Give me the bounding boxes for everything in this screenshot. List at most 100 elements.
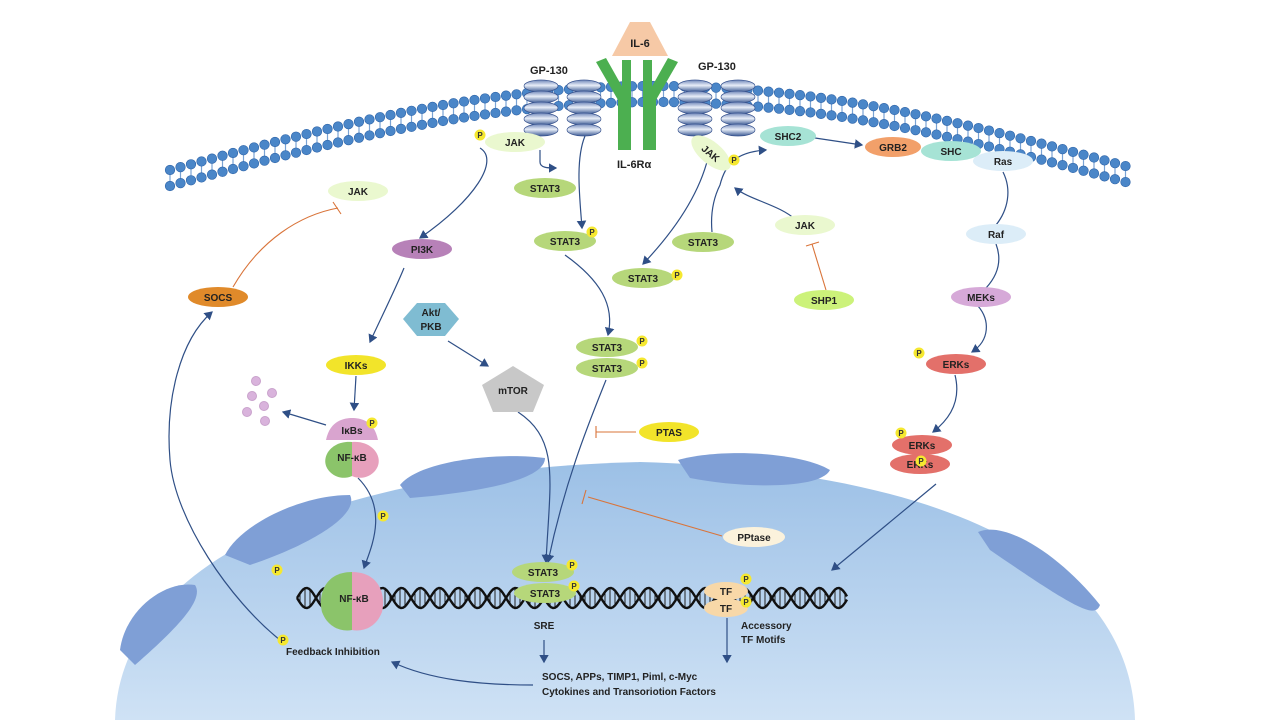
- lipid-head: [311, 142, 323, 153]
- lipid-head: [1046, 141, 1058, 152]
- lipid-head: [1067, 162, 1079, 174]
- phospho-marker: [671, 269, 683, 281]
- lipid-head: [1057, 160, 1068, 171]
- lipid-head: [920, 127, 932, 138]
- lipid-head: [668, 81, 680, 92]
- pptase: PPtase: [723, 527, 785, 547]
- lipid-head: [1004, 130, 1016, 141]
- pptase-label: PPtase: [737, 533, 771, 544]
- phospho-marker: [586, 226, 598, 238]
- mtor: mTOR: [482, 366, 544, 412]
- erks: ERKs: [926, 354, 986, 374]
- tf-top-label: TF: [720, 587, 732, 598]
- phospho-marker: [636, 357, 648, 369]
- lipid-head: [920, 111, 932, 122]
- lipid-head: [899, 122, 911, 134]
- accessory-label-2: TF Motifs: [741, 635, 786, 646]
- lipid-head: [343, 134, 354, 146]
- lipid-head: [322, 139, 333, 151]
- lipid-head: [217, 150, 228, 161]
- phospho-label: P: [569, 561, 575, 570]
- lipid-head: [301, 144, 312, 156]
- lipid-head: [385, 125, 396, 137]
- lipid-head: [1099, 171, 1110, 182]
- gp130-left-receptor: [523, 79, 602, 137]
- lipid-head: [710, 98, 722, 109]
- raf-label: Raf: [988, 230, 1005, 241]
- inhibit-pptase: [587, 496, 723, 537]
- arrow-ras-raf: [995, 171, 1009, 226]
- lipid-head: [763, 86, 774, 97]
- lipid-head: [301, 128, 312, 140]
- lipid-head: [826, 94, 837, 105]
- phospho-label: P: [280, 636, 286, 645]
- arrow-jak-stat3: [539, 150, 558, 173]
- phospho-marker: [636, 335, 648, 347]
- tf-bottom-label: TF: [720, 604, 732, 615]
- ikks-label: IKKs: [345, 361, 368, 372]
- lipid-head: [280, 134, 291, 145]
- arrow-mtor-stat3: [517, 411, 552, 564]
- lipid-head: [1109, 158, 1121, 169]
- lipid-head: [227, 163, 239, 175]
- gp130-left-label: GP-130: [530, 65, 568, 77]
- shc2: SHC2: [760, 126, 816, 146]
- accessory-label-1: Accessory: [741, 621, 792, 632]
- lipid-head: [469, 110, 480, 122]
- stat3-dimer-top-label: STAT3: [592, 343, 623, 354]
- lipid-head: [847, 113, 858, 124]
- lipid-head: [826, 110, 837, 121]
- lipid-head: [710, 82, 722, 93]
- lipid-head: [605, 97, 617, 108]
- lipid-head: [364, 114, 375, 125]
- shp1: SHP1: [794, 290, 854, 310]
- grb2-label: GRB2: [879, 143, 907, 154]
- lipid-head: [217, 166, 228, 177]
- lipid-head: [784, 104, 795, 115]
- output-label-2: Cytokines and Transoriotion Factors: [542, 687, 716, 698]
- lipid-head: [238, 161, 249, 172]
- lipid-head: [973, 122, 984, 134]
- phospho-label: P: [639, 359, 645, 368]
- stat3-4-label: STAT3: [628, 274, 659, 285]
- arrow-nfkb-nucleus: [357, 477, 377, 570]
- phospho-marker: [377, 510, 389, 522]
- lipid-head: [889, 104, 900, 116]
- stat3-dimer: STAT3 STAT3: [576, 337, 638, 378]
- lipid-head: [1088, 168, 1100, 179]
- stat3-dimer-bottom-label: STAT3: [592, 364, 623, 375]
- lipid-head: [962, 120, 974, 131]
- lipid-head: [847, 97, 858, 108]
- lipid-head: [857, 115, 869, 126]
- arrow-stat3-dimer: [564, 254, 615, 337]
- ptas: PTAS: [639, 422, 699, 442]
- lipid-head: [794, 105, 806, 117]
- lipid-head: [941, 115, 953, 126]
- arrow-jak-right: [734, 187, 797, 221]
- lipid-head: [374, 112, 386, 123]
- stat3-3: STAT3: [672, 232, 734, 252]
- lipid-head: [416, 103, 428, 114]
- ras: Ras: [973, 151, 1033, 171]
- pi3k-label: PI3K: [411, 245, 434, 256]
- phospho-label: P: [743, 575, 749, 584]
- lipid-head: [248, 158, 260, 169]
- lipid-head: [238, 145, 249, 156]
- lipid-head: [994, 127, 1005, 139]
- arrow-stat3-shc2: [710, 145, 768, 233]
- lipid-head: [668, 97, 680, 108]
- nfkb-nuc-label: NF-κB: [339, 594, 368, 605]
- socs-label: SOCS: [204, 293, 233, 304]
- arrow-jak-stat3-right: [642, 157, 709, 265]
- lipid-head: [290, 147, 302, 158]
- lipid-head: [805, 91, 816, 102]
- il6r-label: IL-6Rα: [617, 159, 652, 171]
- shp1-label: SHP1: [811, 296, 838, 307]
- lipid-head: [1078, 149, 1089, 160]
- lipid-head: [427, 117, 438, 128]
- arrow-stat3-phospho: [576, 135, 587, 230]
- phospho-marker: [566, 559, 578, 571]
- lipid-head: [248, 142, 260, 153]
- arrow-feedback-socs: [168, 311, 281, 641]
